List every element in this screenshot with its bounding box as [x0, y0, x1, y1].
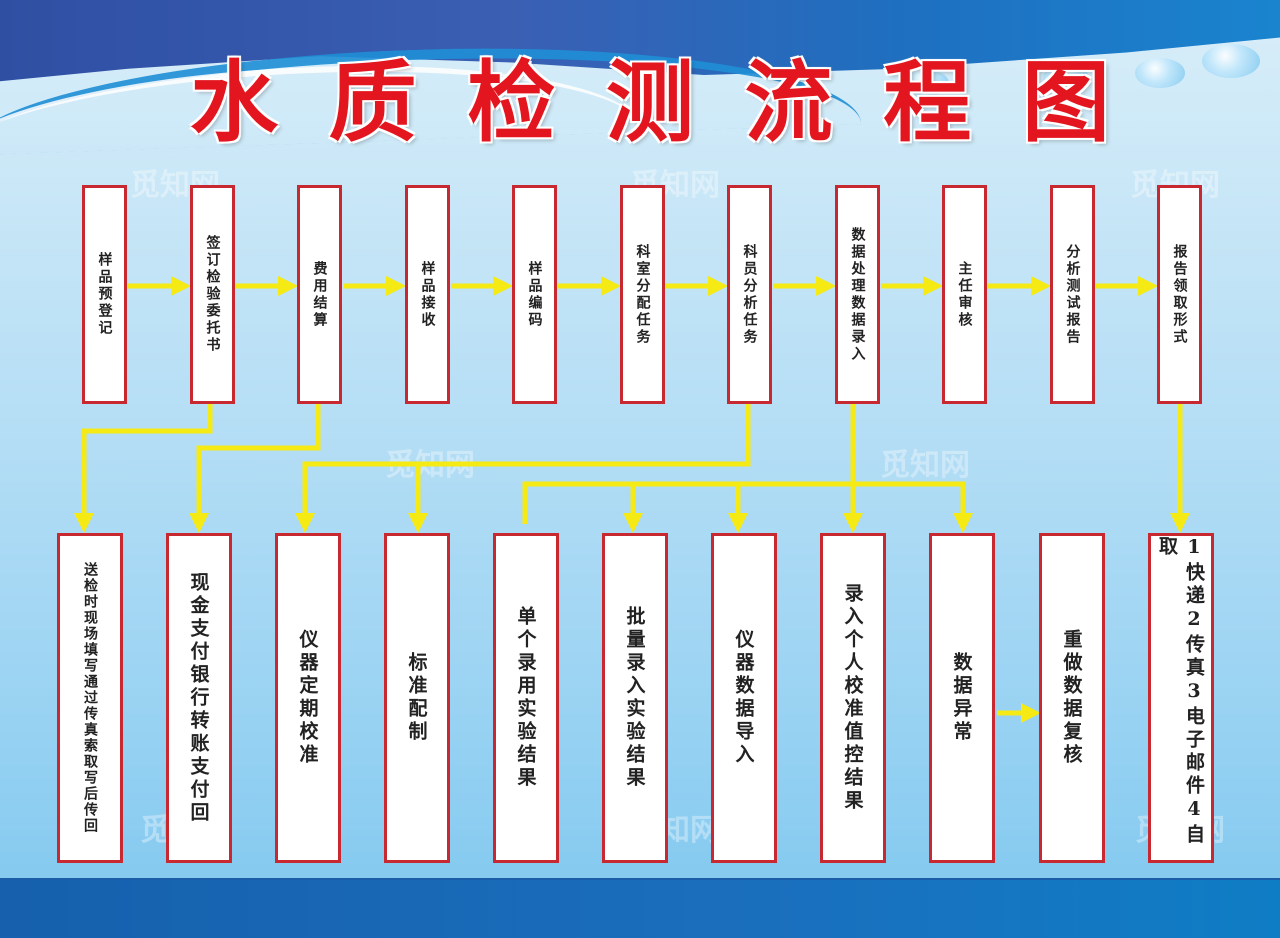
title-char: 图 — [1021, 50, 1110, 154]
detail-commission-method: 送检时现场填写通过传真索取写后传回 — [57, 533, 123, 863]
detail-redo-review: 重做数据复核 — [1039, 533, 1105, 863]
detail-label: 仪器数据导入 — [732, 629, 755, 767]
process-step-staff-analysis: 科员分析任务 — [727, 185, 772, 404]
detail-instrument-calibration: 仪器定期校准 — [275, 533, 341, 863]
bubble-decoration — [905, 70, 949, 96]
process-step-sign-commission: 签订检验委托书 — [190, 185, 235, 404]
detail-label: 标准配制 — [405, 652, 428, 744]
detail-single-entry: 单个录用实验结果 — [493, 533, 559, 863]
process-step-fee-settlement: 费用结算 — [297, 185, 342, 404]
step-label: 数据处理数据录入 — [849, 226, 866, 363]
detail-label: 数据异常 — [950, 652, 973, 744]
title-char: 测 — [605, 50, 694, 154]
process-step-report-collection: 报告领取形式 — [1157, 185, 1202, 404]
process-step-sample-preregistration: 样品预登记 — [82, 185, 127, 404]
process-step-test-report: 分析测试报告 — [1050, 185, 1095, 404]
detail-label: 单个录用实验结果 — [514, 606, 537, 790]
process-step-sample-coding: 样品编码 — [512, 185, 557, 404]
detail-standard-preparation: 标准配制 — [384, 533, 450, 863]
detail-report-delivery: 1快递2传真3电子邮件4自取 — [1148, 533, 1214, 863]
process-step-data-processing: 数据处理数据录入 — [835, 185, 880, 404]
step-label: 签订检验委托书 — [204, 235, 221, 354]
step-label: 科室分配任务 — [634, 243, 651, 346]
step-label: 报告领取形式 — [1171, 243, 1188, 346]
step-label: 科员分析任务 — [741, 243, 758, 346]
bubble-decoration — [1043, 64, 1089, 92]
title-char: 质 — [328, 50, 417, 154]
detail-label: 仪器定期校准 — [296, 629, 319, 767]
footer-band — [0, 880, 1280, 938]
detail-label: 批量录入实验结果 — [623, 606, 646, 790]
bubble-decoration — [1202, 44, 1260, 78]
step-label: 分析测试报告 — [1064, 243, 1081, 346]
title-char: 流 — [744, 50, 833, 154]
detail-payment-method: 现金支付银行转账支付回 — [166, 533, 232, 863]
watermark: 觅知网 — [880, 448, 970, 483]
detail-label: 录入个人校准值控结果 — [841, 583, 864, 813]
detail-label: 送检时现场填写通过传真索取写后传回 — [82, 562, 98, 834]
detail-label: 现金支付银行转账支付回 — [187, 571, 210, 825]
step-label: 主任审核 — [956, 260, 973, 329]
step-label: 费用结算 — [311, 260, 328, 329]
step-label: 样品编码 — [526, 260, 543, 329]
detail-data-anomaly: 数据异常 — [929, 533, 995, 863]
title-char: 水 — [190, 50, 279, 154]
title-char: 程 — [883, 50, 972, 154]
watermark: 觅知网 — [385, 448, 475, 483]
detail-instrument-import: 仪器数据导入 — [711, 533, 777, 863]
process-step-director-review: 主任审核 — [942, 185, 987, 404]
process-step-sample-receipt: 样品接收 — [405, 185, 450, 404]
detail-label: 重做数据复核 — [1060, 629, 1083, 767]
step-label: 样品预登记 — [96, 252, 113, 337]
bubble-decoration — [1135, 58, 1185, 88]
detail-batch-entry: 批量录入实验结果 — [602, 533, 668, 863]
title-char: 检 — [467, 50, 556, 154]
step-label: 样品接收 — [419, 260, 436, 329]
detail-qc-entry: 录入个人校准值控结果 — [820, 533, 886, 863]
process-step-dept-assign: 科室分配任务 — [620, 185, 665, 404]
detail-label: 1快递2传真3电子邮件4自取 — [1156, 536, 1205, 847]
page-title: 水 质 检 测 流 程 图 — [190, 52, 1110, 152]
